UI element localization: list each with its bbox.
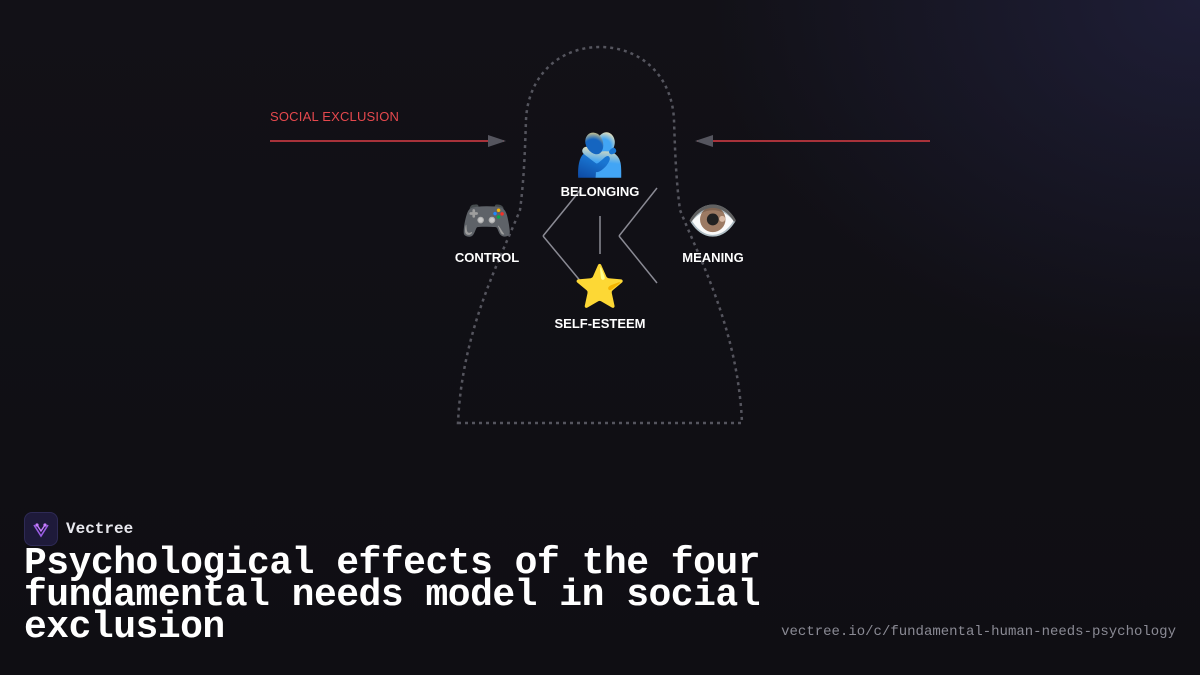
game-controller-icon: 🎮 — [460, 197, 514, 244]
connector-belonging-control — [542, 187, 583, 237]
people-hugging-icon: 🫂 — [573, 131, 627, 178]
vectree-logo-icon — [24, 512, 58, 546]
node-control-label: CONTROL — [454, 250, 520, 265]
social-exclusion-label: SOCIAL EXCLUSION — [270, 109, 400, 124]
connector-control-self-esteem — [542, 235, 583, 284]
node-belonging: 🫂 BELONGING — [530, 130, 670, 199]
node-control: 🎮 CONTROL — [417, 196, 557, 265]
brand-block: Vectree — [24, 512, 133, 546]
node-belonging-label: BELONGING — [560, 184, 640, 199]
node-self-esteem: ⭐ SELF-ESTEEM — [530, 262, 670, 331]
eye-icon: 👁️ — [686, 197, 740, 244]
node-self-esteem-label: SELF-ESTEEM — [554, 316, 646, 331]
page-title: Psychological effects of the four fundam… — [24, 542, 761, 649]
connector-belonging-meaning — [618, 187, 658, 237]
connector-meaning-self-esteem — [618, 235, 658, 284]
node-meaning: 👁️ MEANING — [643, 196, 783, 265]
source-url: vectree.io/c/fundamental-human-needs-psy… — [781, 624, 1176, 640]
node-meaning-label: MEANING — [682, 250, 744, 265]
star-icon: ⭐ — [573, 263, 627, 310]
brand-name: Vectree — [66, 520, 134, 538]
